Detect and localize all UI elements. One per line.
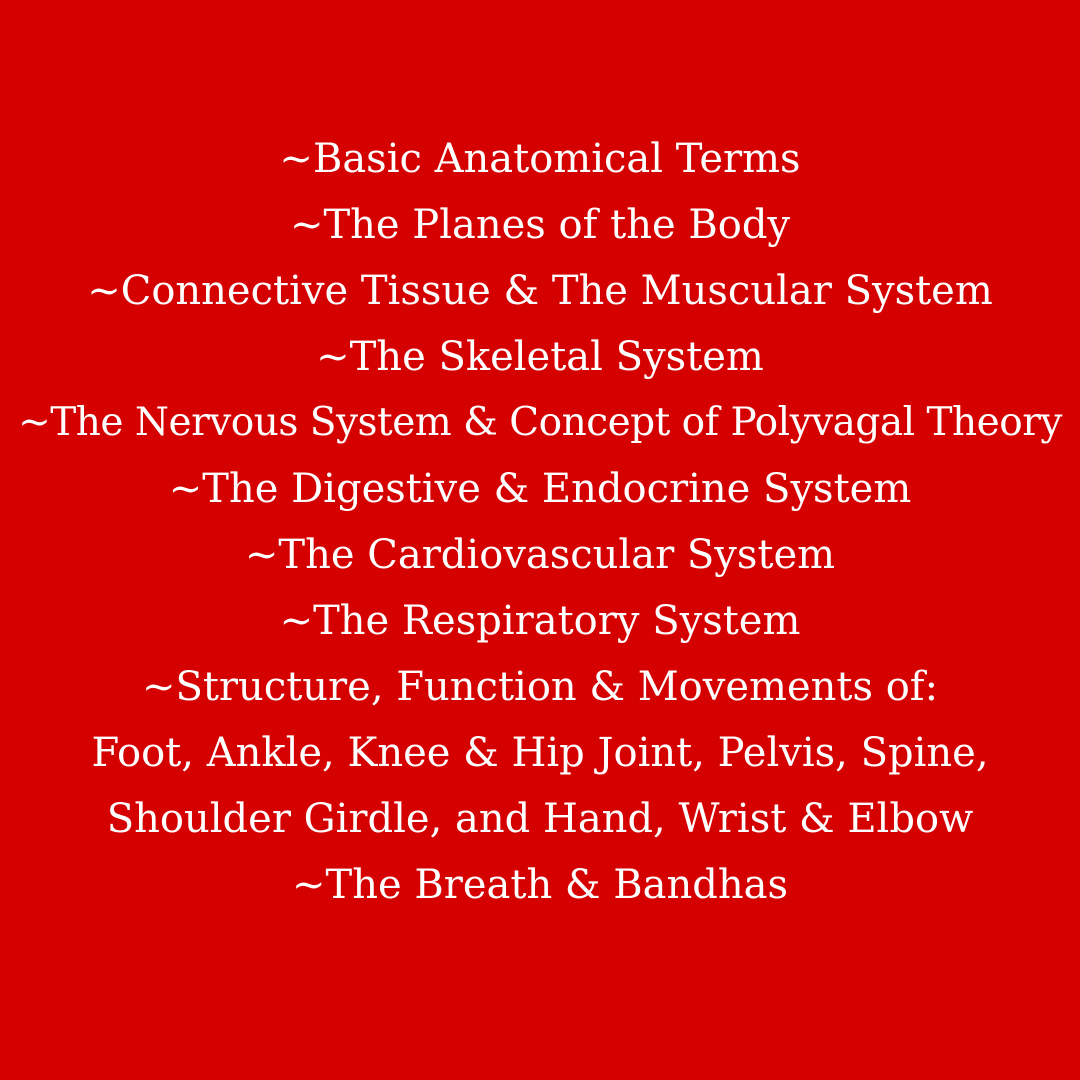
topic-planes-of-body: ~The Planes of the Body xyxy=(289,202,791,248)
topic-digestive-endocrine: ~The Digestive & Endocrine System xyxy=(168,466,912,512)
topic-cardiovascular-system: ~The Cardiovascular System xyxy=(244,532,836,578)
topic-respiratory-system: ~The Respiratory System xyxy=(279,598,801,644)
topic-basic-anatomical-terms: ~Basic Anatomical Terms xyxy=(279,136,801,182)
topic-joints-list-lower: Foot, Ankle, Knee & Hip Joint, Pelvis, S… xyxy=(91,730,989,776)
topic-nervous-system-polyvagal: ~The Nervous System & Concept of Polyvag… xyxy=(18,400,1062,445)
topic-list: ~Basic Anatomical Terms ~The Planes of t… xyxy=(0,126,1080,918)
topic-skeletal-system: ~The Skeletal System xyxy=(316,334,764,380)
topic-joints-list-upper: Shoulder Girdle, and Hand, Wrist & Elbow xyxy=(106,796,974,842)
topic-structure-function-movements: ~Structure, Function & Movements of: xyxy=(141,664,939,710)
topic-breath-bandhas: ~The Breath & Bandhas xyxy=(292,862,788,908)
topic-connective-tissue-muscular: ~Connective Tissue & The Muscular System xyxy=(87,268,993,314)
